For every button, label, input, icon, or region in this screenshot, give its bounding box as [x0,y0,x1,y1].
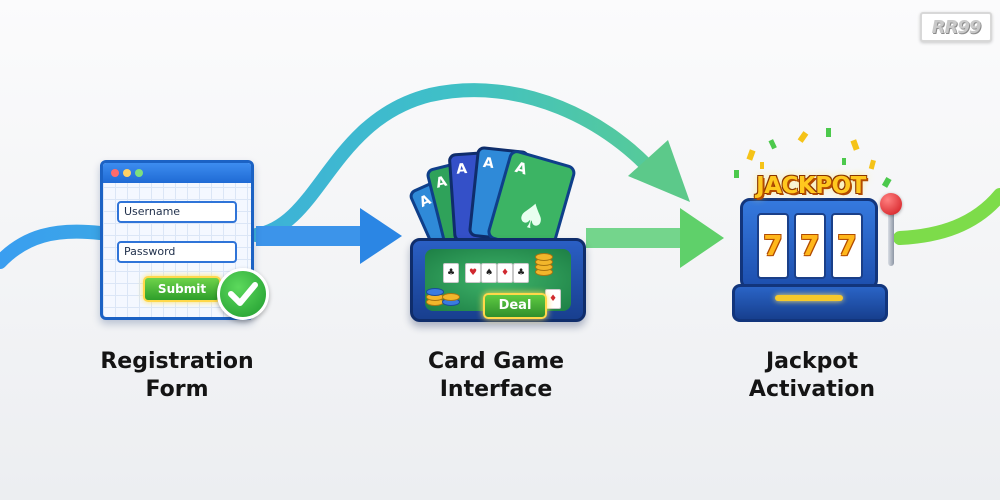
window-dot [111,169,119,177]
caption-line: Form [145,377,209,402]
submit-button: Submit [143,276,221,302]
lever-knob [880,193,902,215]
slot-reel: 7 [831,213,863,279]
coin-tray [775,295,843,301]
table-card: ♦ [497,263,513,283]
card-rank: A [434,174,449,192]
caption-line: Activation [748,377,876,402]
flow-curve-left [0,224,107,269]
table-card: ♠ [481,263,497,283]
window-dot [135,169,143,177]
flow-curve-right [893,188,1000,245]
step-caption-registration: Registration Form [62,348,292,404]
card-rank: A [482,155,495,172]
chip [426,288,444,296]
table-card: ♦ [545,289,561,309]
brand-logo-text: RR99 [931,16,982,38]
chip [535,253,553,261]
table-card: ♣ [513,263,529,283]
table-card: ♥ [465,263,481,283]
flow-bar-2 [586,228,686,248]
confetti [734,128,892,188]
step-caption-jackpot: Jackpot Activation [697,348,927,404]
caption-line: Jackpot [765,349,859,374]
chip [442,293,460,301]
caption-line: Interface [439,377,553,402]
flow-arrowhead-2 [680,208,724,268]
window-dot [123,169,131,177]
slot-machine-base [732,284,888,322]
lever-icon [888,210,894,266]
table-card: ♣ [443,263,459,283]
window-titlebar [103,163,251,183]
registration-form-illustration: Username Password Submit [100,160,254,320]
card-rank: A [513,158,529,179]
flow-curve-arc [249,83,667,242]
slot-reel: 7 [794,213,826,279]
deal-button: Deal [483,293,547,319]
caption-line: Registration [100,349,254,374]
check-icon [217,268,269,320]
flow-bar-1 [256,226,366,246]
card-rank: A [456,161,468,178]
caption-line: Card Game [428,349,564,374]
card-game-table: ♣ ♥ ♠ ♦ ♣ ♦ Deal [410,238,586,322]
flow-arc-arrowhead [628,140,690,202]
brand-logo: RR99 [920,12,992,42]
reel-symbol: 7 [800,229,820,262]
username-field: Username [117,201,237,223]
step-caption-card-game: Card Game Interface [381,348,611,404]
slot-machine: 7 7 7 [740,198,878,290]
jackpot-title: JACKPOT [756,173,866,199]
reel-symbol: 7 [837,229,857,262]
slot-reel: 7 [757,213,789,279]
flow-arrowhead-1 [360,208,402,264]
reel-symbol: 7 [763,229,783,262]
password-field: Password [117,241,237,263]
